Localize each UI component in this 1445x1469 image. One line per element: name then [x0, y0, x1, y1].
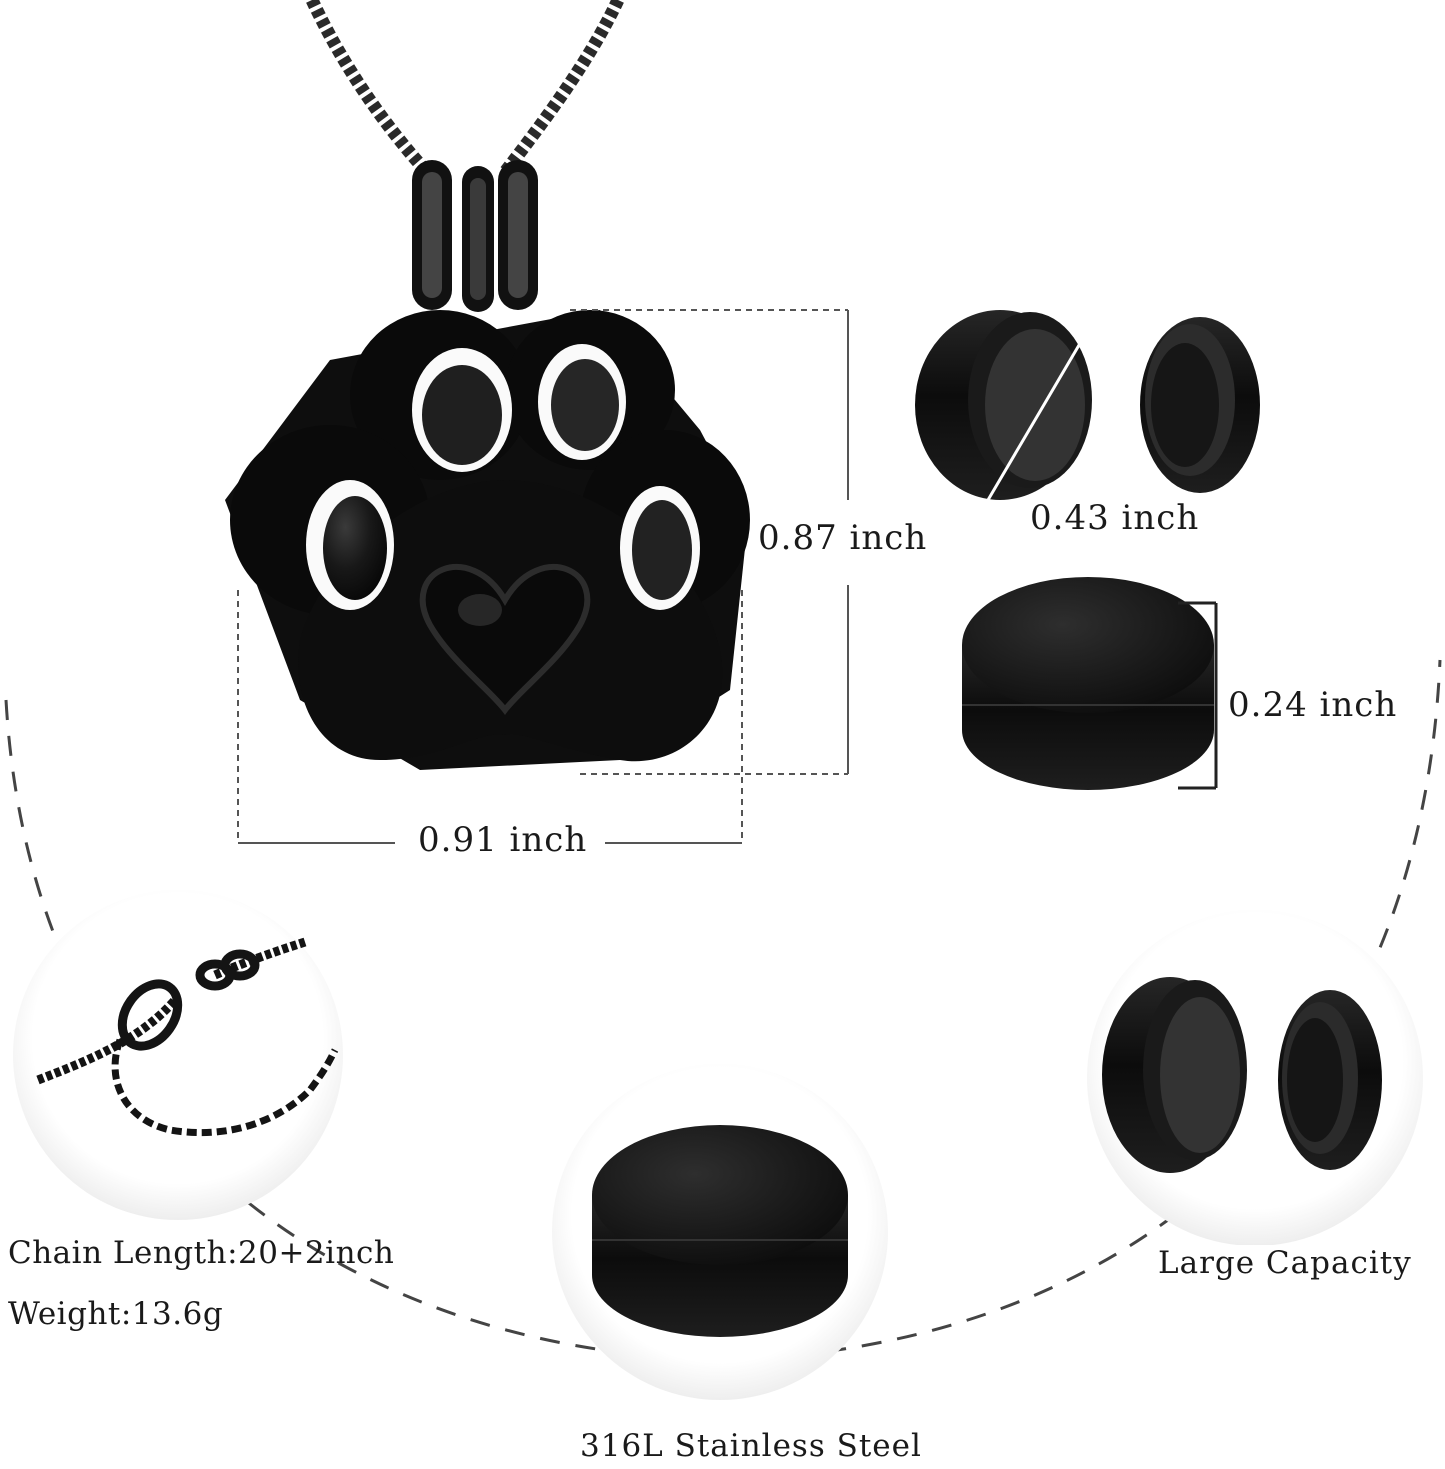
necklace-chain [306, 0, 430, 175]
capacity-capsule [1102, 977, 1382, 1173]
width-dimension-label: 0.91 inch [418, 820, 588, 860]
capsule-thickness-bracket [1178, 601, 1218, 790]
height-dimension-label: 0.87 inch [758, 518, 928, 558]
pendant-bail [412, 160, 538, 312]
open-capsule-top [915, 310, 1260, 501]
pendant-dimension-guides [237, 309, 849, 844]
closed-capsule-right [962, 577, 1214, 790]
chain-detail-circle [13, 890, 343, 1220]
weight-text: Weight:13.6g [8, 1296, 224, 1332]
chain-length-text: Chain Length:20+2inch [8, 1235, 395, 1271]
steel-capsule [592, 1125, 848, 1337]
capacity-label: Large Capacity [1158, 1245, 1412, 1281]
necklace-chain-right [499, 0, 624, 176]
paw-pendant [225, 310, 750, 770]
capsule-diameter-label: 0.43 inch [1030, 498, 1200, 538]
material-label: 316L Stainless Steel [580, 1428, 922, 1464]
capsule-thickness-label: 0.24 inch [1228, 685, 1398, 725]
chain-clasp-detail [36, 937, 339, 1137]
